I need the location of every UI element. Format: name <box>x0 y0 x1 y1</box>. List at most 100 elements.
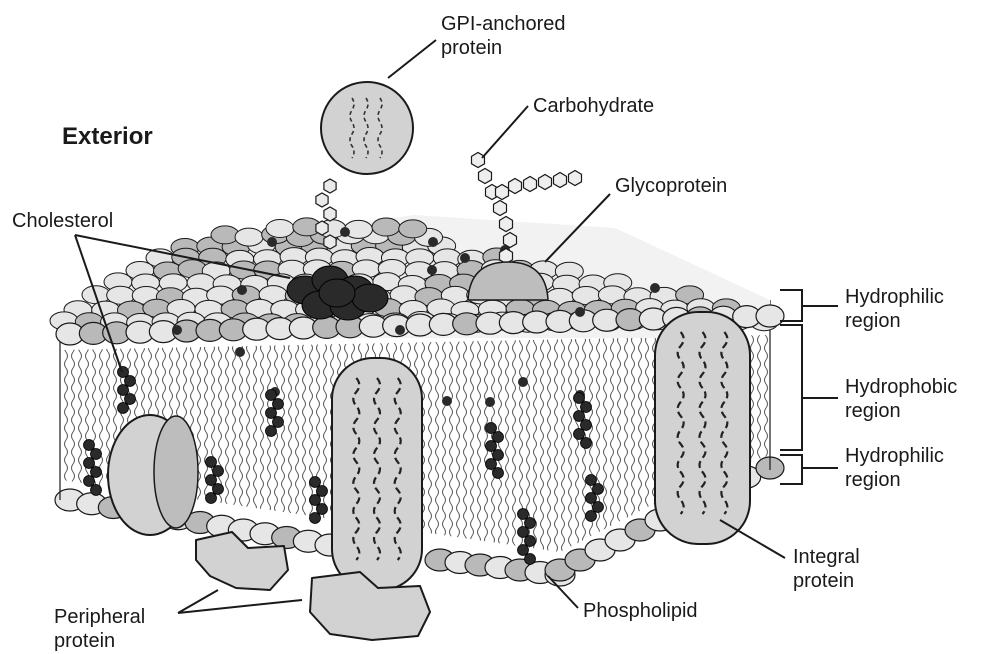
gpi-anchor-sugar <box>316 221 328 235</box>
cholesterol-chain-bead <box>91 449 102 460</box>
cholesterol-chain-bead <box>125 394 136 405</box>
cholesterol-chain-bead <box>213 466 224 477</box>
hydrophilic-bottom-label-line2: region <box>845 469 901 491</box>
cholesterol-chain-bead <box>525 518 536 529</box>
integral-protein-right <box>655 312 750 544</box>
carbohydrate-sugar <box>479 169 492 184</box>
cholesterol-dot <box>442 396 452 406</box>
cholesterol-chain-bead <box>310 513 321 524</box>
gpi-anchor-sugar <box>316 193 328 207</box>
cholesterol-chain-bead <box>581 438 592 449</box>
integral-protein-label-line2: protein <box>793 570 854 592</box>
cholesterol-dot <box>518 377 528 387</box>
carbohydrate-sugar <box>504 233 517 248</box>
carbohydrate-sugar <box>500 217 513 232</box>
gpi-label-line1: GPI-anchored <box>441 13 566 35</box>
cholesterol-chain-bead <box>310 477 321 488</box>
cholesterol-chain-bead <box>317 486 328 497</box>
carbohydrate-leader-line <box>482 106 528 158</box>
cholesterol-chain-bead <box>581 402 592 413</box>
cholesterol-chain-bead <box>266 426 277 437</box>
phospholipid-head <box>211 226 239 244</box>
cholesterol-dot <box>650 283 660 293</box>
cholesterol-chain-bead <box>91 467 102 478</box>
carbohydrate-sugar <box>509 179 522 194</box>
integral-protein-label-line1: Integral <box>793 546 860 568</box>
carbohydrate-sugar <box>494 201 507 216</box>
cholesterol-dot <box>340 227 350 237</box>
glycoprotein-label: Glycoprotein <box>615 175 727 197</box>
cholesterol-chain-bead <box>266 390 277 401</box>
cholesterol-chain-bead <box>118 385 129 396</box>
cholesterol-chain-bead <box>206 493 217 504</box>
cholesterol-chain-bead <box>586 475 597 486</box>
cholesterol-chain-bead <box>574 393 585 404</box>
hydrophilic-top-bracket <box>780 290 838 321</box>
cholesterol-chain-bead <box>493 450 504 461</box>
cholesterol-chain-bead <box>518 545 529 556</box>
hydrophobic-label-line2: region <box>845 400 901 422</box>
integral-leader-line <box>720 520 785 558</box>
phospholipid-head <box>399 220 427 238</box>
cholesterol-chain-bead <box>310 495 321 506</box>
peripheral-protein-center <box>310 572 430 640</box>
cholesterol-dot <box>172 325 182 335</box>
phospholipid-head <box>235 228 263 246</box>
cholesterol-dot <box>460 253 470 263</box>
carbohydrate-sugar <box>554 173 567 188</box>
cholesterol-chain-bead <box>118 367 129 378</box>
cholesterol-dot <box>428 237 438 247</box>
carbohydrate-sugar <box>539 175 552 190</box>
gpi-anchor-sugar <box>324 207 336 221</box>
cholesterol-chain-bead <box>206 457 217 468</box>
carbohydrate-sugar <box>524 177 537 192</box>
phospholipid-label: Phospholipid <box>583 600 698 622</box>
cholesterol-chain-bead <box>125 376 136 387</box>
cholesterol-chain-bead <box>84 440 95 451</box>
cholesterol-chain-bead <box>574 429 585 440</box>
cholesterol-chain-bead <box>525 554 536 565</box>
cholesterol-chain-bead <box>518 527 529 538</box>
gpi-leader-line <box>388 40 436 78</box>
exterior-label: Exterior <box>62 123 153 150</box>
cholesterol-dot <box>485 397 495 407</box>
cholesterol-chain-bead <box>518 509 529 520</box>
peripheral-protein-label-line1: Peripheral <box>54 606 145 628</box>
phospholipid-head <box>372 218 400 236</box>
gpi-anchor-sugar <box>324 179 336 193</box>
cholesterol-chain-bead <box>206 475 217 486</box>
cholesterol-chain-bead <box>525 536 536 547</box>
carbohydrate-sugar <box>569 171 582 186</box>
hydrophilic-bottom-bracket <box>780 455 838 484</box>
cholesterol-chain-bead <box>273 399 284 410</box>
cholesterol-chain-bead <box>581 420 592 431</box>
carbohydrate-sugar <box>500 249 513 264</box>
cholesterol-chain-bead <box>273 417 284 428</box>
gpi-label-line2: protein <box>441 37 502 59</box>
carbohydrate-sugar <box>472 153 485 168</box>
gpi-anchor-sugar <box>324 235 336 249</box>
peripheral-protein-label-line2: protein <box>54 630 115 652</box>
cholesterol-chain-bead <box>593 502 604 513</box>
cholesterol-chain-bead <box>574 411 585 422</box>
cholesterol-chain-bead <box>486 441 497 452</box>
cholesterol-chain-bead <box>493 468 504 479</box>
cholesterol-dot <box>427 265 437 275</box>
hydrophobic-bracket <box>780 325 838 450</box>
cholesterol-chain-bead <box>84 458 95 469</box>
left-membrane-protein-side <box>154 416 198 528</box>
cholesterol-chain-bead <box>118 403 129 414</box>
cholesterol-chain-bead <box>586 493 597 504</box>
cholesterol-chain-bead <box>317 504 328 515</box>
region-brackets <box>780 290 838 484</box>
phospholipid-head <box>266 219 294 237</box>
cholesterol-lump <box>352 284 388 312</box>
cholesterol-chain-bead <box>91 485 102 496</box>
cholesterol-chain-bead <box>493 432 504 443</box>
cholesterol-lump <box>319 279 355 307</box>
integral-protein-center <box>332 358 422 590</box>
gpi-anchored-protein <box>321 82 413 174</box>
carbohydrate-label: Carbohydrate <box>533 95 654 117</box>
hydrophilic-top-label-line1: Hydrophilic <box>845 286 944 308</box>
hydrophilic-bottom-label-line1: Hydrophilic <box>845 445 944 467</box>
